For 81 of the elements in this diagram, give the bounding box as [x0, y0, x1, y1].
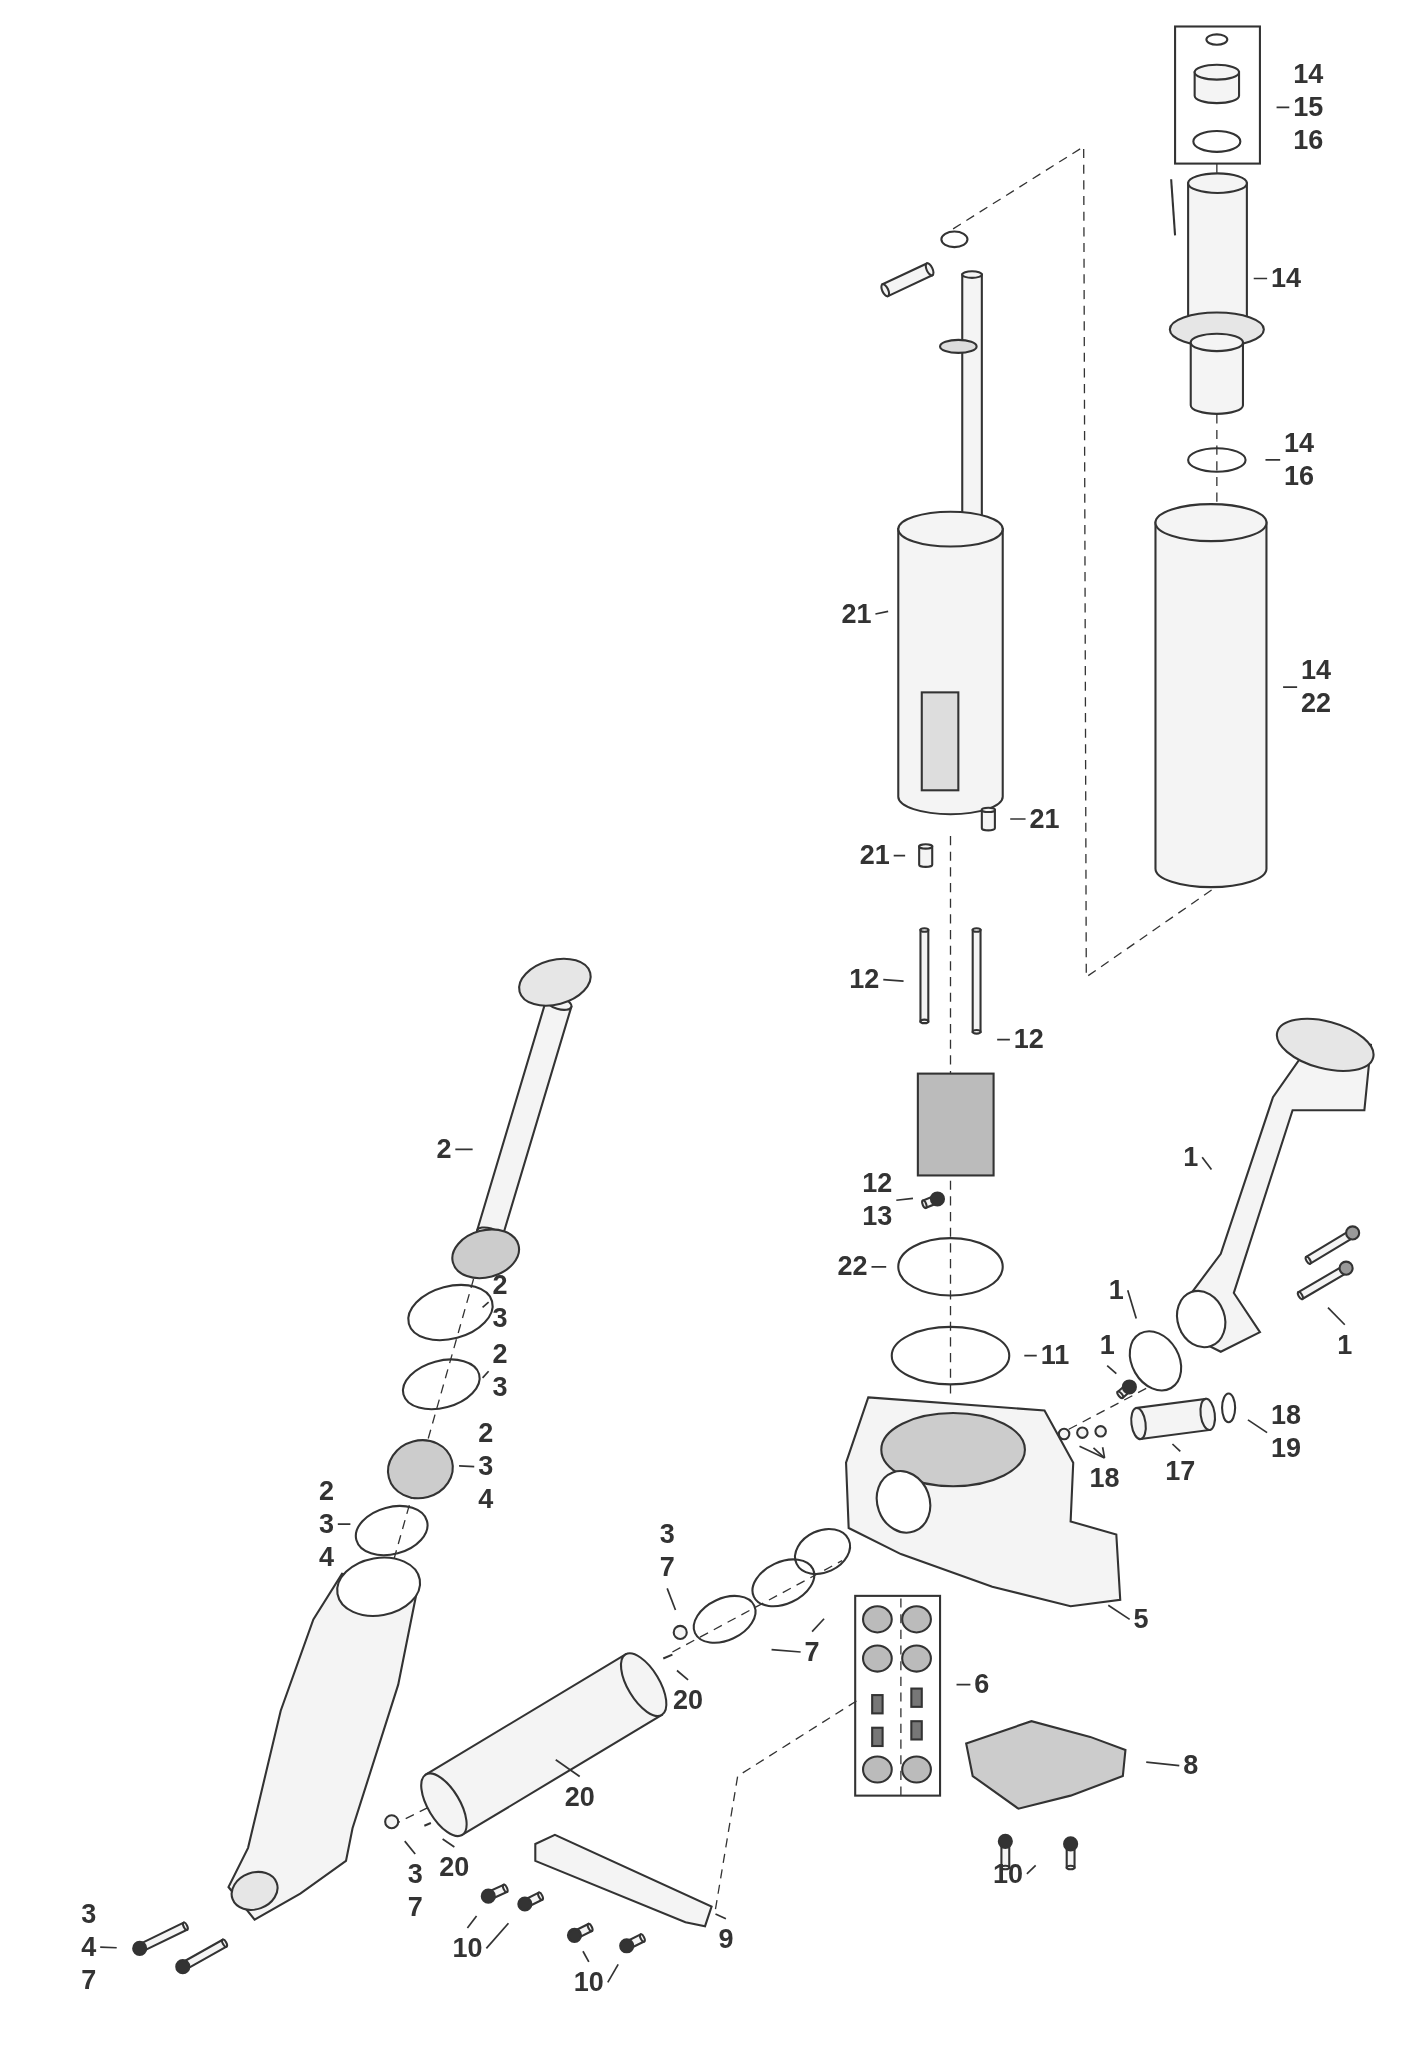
callout-number: 2 3 — [492, 1268, 508, 1335]
leader-line — [1264, 459, 1281, 461]
callout-number: 14 — [1271, 261, 1302, 295]
leader-line — [458, 1465, 476, 1468]
callout-number: 20 — [439, 1850, 470, 1884]
callout-number: 14 16 — [1284, 426, 1315, 493]
callout-number: 7 — [804, 1635, 820, 1669]
leader-line — [481, 1370, 490, 1379]
leader-line — [454, 1148, 474, 1151]
leader-line — [892, 854, 906, 857]
callout-number: 17 — [1165, 1454, 1196, 1488]
leader-line — [676, 1669, 689, 1681]
callout-number: 14 15 16 — [1293, 57, 1324, 157]
callout-number: 8 — [1183, 1748, 1199, 1782]
callout-number: 14 22 — [1301, 653, 1332, 720]
leader-line — [1078, 1445, 1106, 1459]
leader-line — [1026, 1864, 1037, 1875]
callout-number: 12 — [1013, 1022, 1044, 1056]
leader-line — [403, 1840, 417, 1855]
leader-line — [1107, 1604, 1131, 1621]
leader-line — [1201, 1156, 1213, 1171]
callout-number: 12 — [849, 962, 880, 996]
leader-line — [606, 1963, 620, 1984]
leader-line — [1247, 1419, 1268, 1434]
leader-line — [895, 1197, 914, 1202]
callout-number: 10 — [573, 1965, 604, 1999]
leader-line — [485, 1922, 510, 1950]
leader-line — [337, 1523, 352, 1525]
callout-number: 2 3 4 — [318, 1474, 334, 1574]
leader-line — [1171, 1443, 1182, 1453]
callout-number: 10 — [452, 1931, 483, 1965]
leader-line — [1282, 686, 1298, 688]
callout-number: 5 — [1133, 1602, 1149, 1636]
leader-line — [955, 1683, 972, 1686]
leader-line — [714, 1913, 727, 1920]
callout-number: 18 — [1089, 1461, 1120, 1495]
callout-number: 2 — [436, 1132, 452, 1166]
leader-line — [1092, 1447, 1106, 1459]
callout-number: 9 — [718, 1922, 734, 1956]
leader-line — [1252, 277, 1268, 280]
leader-line — [870, 1266, 888, 1268]
callout-number: 3 7 — [659, 1518, 675, 1585]
callout-number: 3 7 — [407, 1857, 423, 1924]
leader-line — [554, 1758, 581, 1778]
callout-number: 21 — [859, 838, 890, 872]
leader-line — [1101, 1446, 1106, 1459]
callout-number: 2 3 — [492, 1337, 508, 1404]
leader-line — [811, 1617, 825, 1633]
callout-number: 3 4 7 — [81, 1897, 97, 1997]
leader-line — [1009, 818, 1027, 820]
callout-number: 21 — [1029, 802, 1060, 836]
leader-line — [99, 1946, 118, 1949]
leader-line — [441, 1838, 456, 1848]
leader-line — [882, 978, 905, 982]
callout-number: 2 3 4 — [478, 1416, 494, 1516]
leader-line — [996, 1038, 1011, 1041]
leader-line — [582, 1950, 590, 1963]
leader-line — [1023, 1354, 1038, 1357]
leader-line — [1106, 1364, 1118, 1375]
leader-line — [666, 1587, 677, 1611]
leader-line — [1275, 106, 1291, 109]
callout-number: 22 — [837, 1249, 868, 1283]
callout-number: 18 19 — [1271, 1399, 1302, 1466]
callout-number: 20 — [564, 1780, 595, 1814]
leader-line — [481, 1301, 490, 1309]
leader-line — [1145, 1761, 1181, 1767]
callout-number: 1 — [1099, 1328, 1115, 1362]
leader-line — [770, 1648, 802, 1653]
callout-number: 1 — [1337, 1328, 1353, 1362]
leader-line — [466, 1915, 478, 1929]
callout-number: 1 — [1108, 1273, 1124, 1307]
callout-number: 6 — [974, 1667, 990, 1701]
leader-line — [1327, 1306, 1346, 1326]
callout-number: 1 — [1183, 1140, 1199, 1174]
callout-number: 21 — [841, 597, 872, 631]
callout-number: 11 — [1040, 1338, 1070, 1372]
callout-number: 12 13 — [862, 1166, 893, 1233]
leader-line — [1126, 1289, 1138, 1320]
callout-number: 20 — [673, 1683, 704, 1717]
callout-number: 10 — [992, 1857, 1023, 1891]
leader-line — [874, 610, 889, 615]
